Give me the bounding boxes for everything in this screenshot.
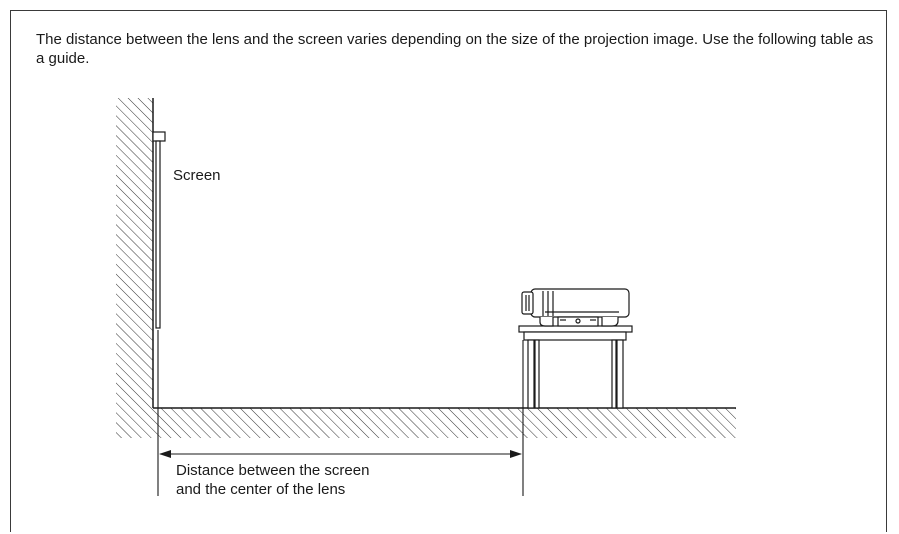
distance-label-line2: and the center of the lens	[176, 481, 345, 498]
screen-label: Screen	[173, 167, 221, 184]
projector-icon	[521, 288, 630, 327]
intro-paragraph: The distance between the lens and the sc…	[36, 31, 874, 67]
projection-screen	[152, 131, 166, 329]
wall	[116, 98, 154, 408]
content-frame	[10, 10, 887, 532]
floor	[116, 407, 736, 438]
projector-table	[518, 325, 633, 409]
distance-dimension	[157, 330, 524, 496]
distance-label-line1: Distance between the screen	[176, 462, 369, 479]
